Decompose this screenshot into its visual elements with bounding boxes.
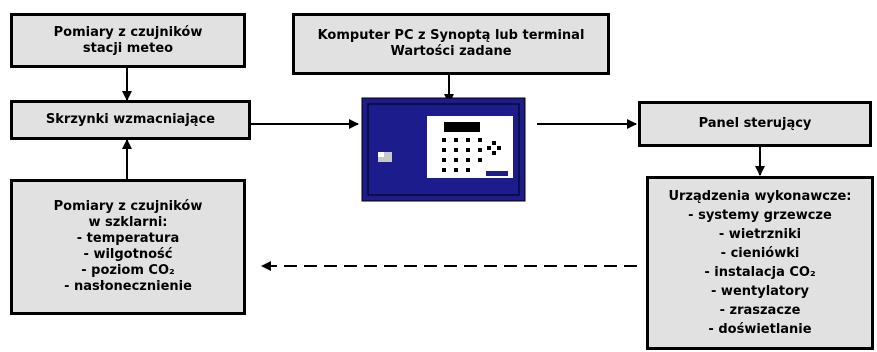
box-line: - zraszacze (719, 303, 801, 318)
box-line: stacji meteo (82, 40, 174, 56)
box-line: - temperatura (76, 231, 180, 246)
box-line: - poziom CO₂ (81, 263, 175, 278)
box-line: - doświetlanie (708, 322, 812, 337)
amplifier-boxes-box: Skrzynki wzmacniające (10, 100, 251, 140)
controller-unit-icon (361, 97, 526, 202)
box-line: Urządzenia wykonawcze: (668, 189, 852, 204)
box-line: Pomiary z czujników (53, 199, 203, 214)
pc-box: Komputer PC z Synoptą lub terminal Warto… (292, 13, 610, 75)
actuators-box: Urządzenia wykonawcze: - systemy grzewcz… (646, 176, 874, 350)
box-line: Panel sterujący (698, 116, 812, 131)
box-line: - cieniówki (720, 246, 800, 261)
box-line: Komputer PC z Synoptą lub terminal (317, 28, 585, 43)
box-line: - wilgotność (83, 247, 173, 262)
greenhouse-sensors-box: Pomiary z czujników w szklarni: - temper… (10, 179, 246, 315)
box-line: Pomiary z czujników (53, 24, 203, 40)
box-line: w szklarni: (88, 215, 168, 230)
box-line: - nasłonecznienie (64, 279, 192, 294)
box-line: - instalacja CO₂ (704, 265, 816, 280)
box-line: Wartości zadane (390, 44, 512, 59)
box-line: Skrzynki wzmacniające (45, 112, 216, 127)
control-panel-box: Panel sterujący (638, 101, 872, 147)
meteo-sensors-box: Pomiary z czujników stacji meteo (10, 13, 246, 68)
box-line: - wietrzniki (718, 227, 802, 242)
box-line: - wentylatory (711, 284, 809, 299)
box-line: - systemy grzewcze (688, 208, 832, 223)
